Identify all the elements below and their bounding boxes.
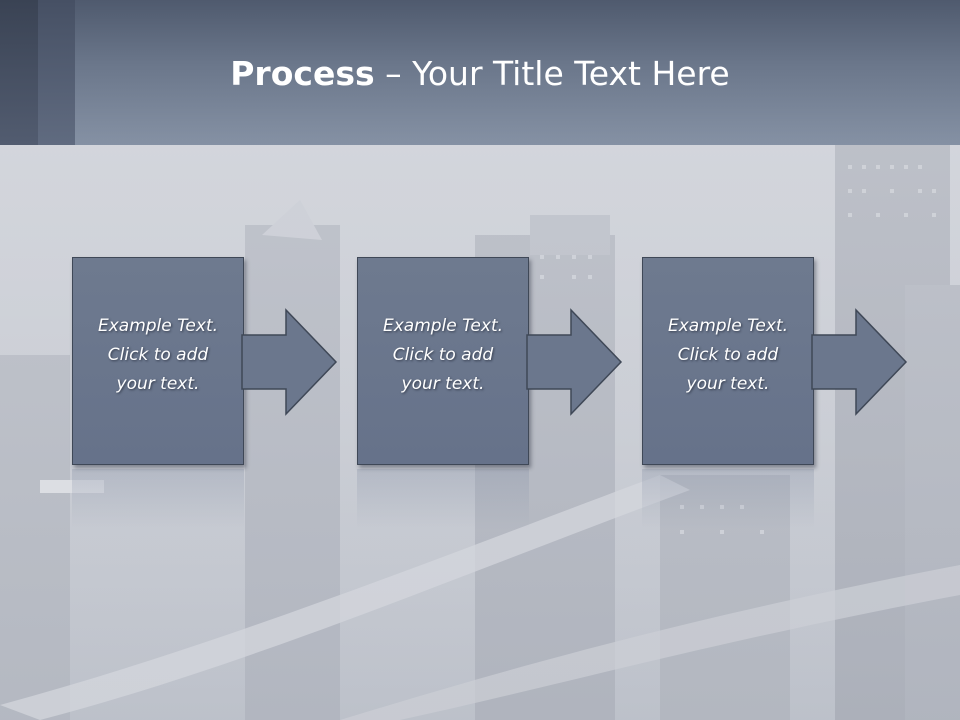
step-reflection	[72, 469, 244, 529]
slide-title-rest: – Your Title Text Here	[374, 54, 730, 93]
header-accent-stripe-secondary	[38, 0, 75, 145]
process-text-line: your text.	[401, 374, 485, 394]
step-reflection	[357, 469, 529, 529]
process-text-line: Example Text.	[382, 316, 504, 336]
process-text-line: Example Text.	[97, 316, 219, 336]
step-reflection	[642, 469, 814, 529]
process-box-text[interactable]: Example Text. Click to add your text.	[643, 312, 813, 399]
slide-title[interactable]: Process – Your Title Text Here	[0, 52, 960, 96]
process-box[interactable]: Example Text. Click to add your text.	[72, 257, 244, 465]
process-text-line: your text.	[116, 374, 200, 394]
right-arrow-icon	[811, 308, 908, 416]
process-text-line: your text.	[686, 374, 770, 394]
process-step-1[interactable]: Example Text. Click to add your text.	[72, 257, 338, 529]
right-arrow-icon	[241, 308, 338, 416]
process-text-line: Click to add	[107, 345, 209, 365]
process-box[interactable]: Example Text. Click to add your text.	[357, 257, 529, 465]
header-accent-stripe	[0, 0, 38, 145]
process-text-line: Click to add	[392, 345, 494, 365]
process-text-line: Example Text.	[667, 316, 789, 336]
process-step-2[interactable]: Example Text. Click to add your text.	[357, 257, 623, 529]
right-arrow-icon	[526, 308, 623, 416]
process-step-3[interactable]: Example Text. Click to add your text.	[642, 257, 908, 529]
process-box-text[interactable]: Example Text. Click to add your text.	[358, 312, 528, 399]
process-box[interactable]: Example Text. Click to add your text.	[642, 257, 814, 465]
process-text-line: Click to add	[677, 345, 779, 365]
process-box-text[interactable]: Example Text. Click to add your text.	[73, 312, 243, 399]
slide-title-bold: Process	[230, 54, 375, 93]
title-header-band: Process – Your Title Text Here	[0, 0, 960, 145]
